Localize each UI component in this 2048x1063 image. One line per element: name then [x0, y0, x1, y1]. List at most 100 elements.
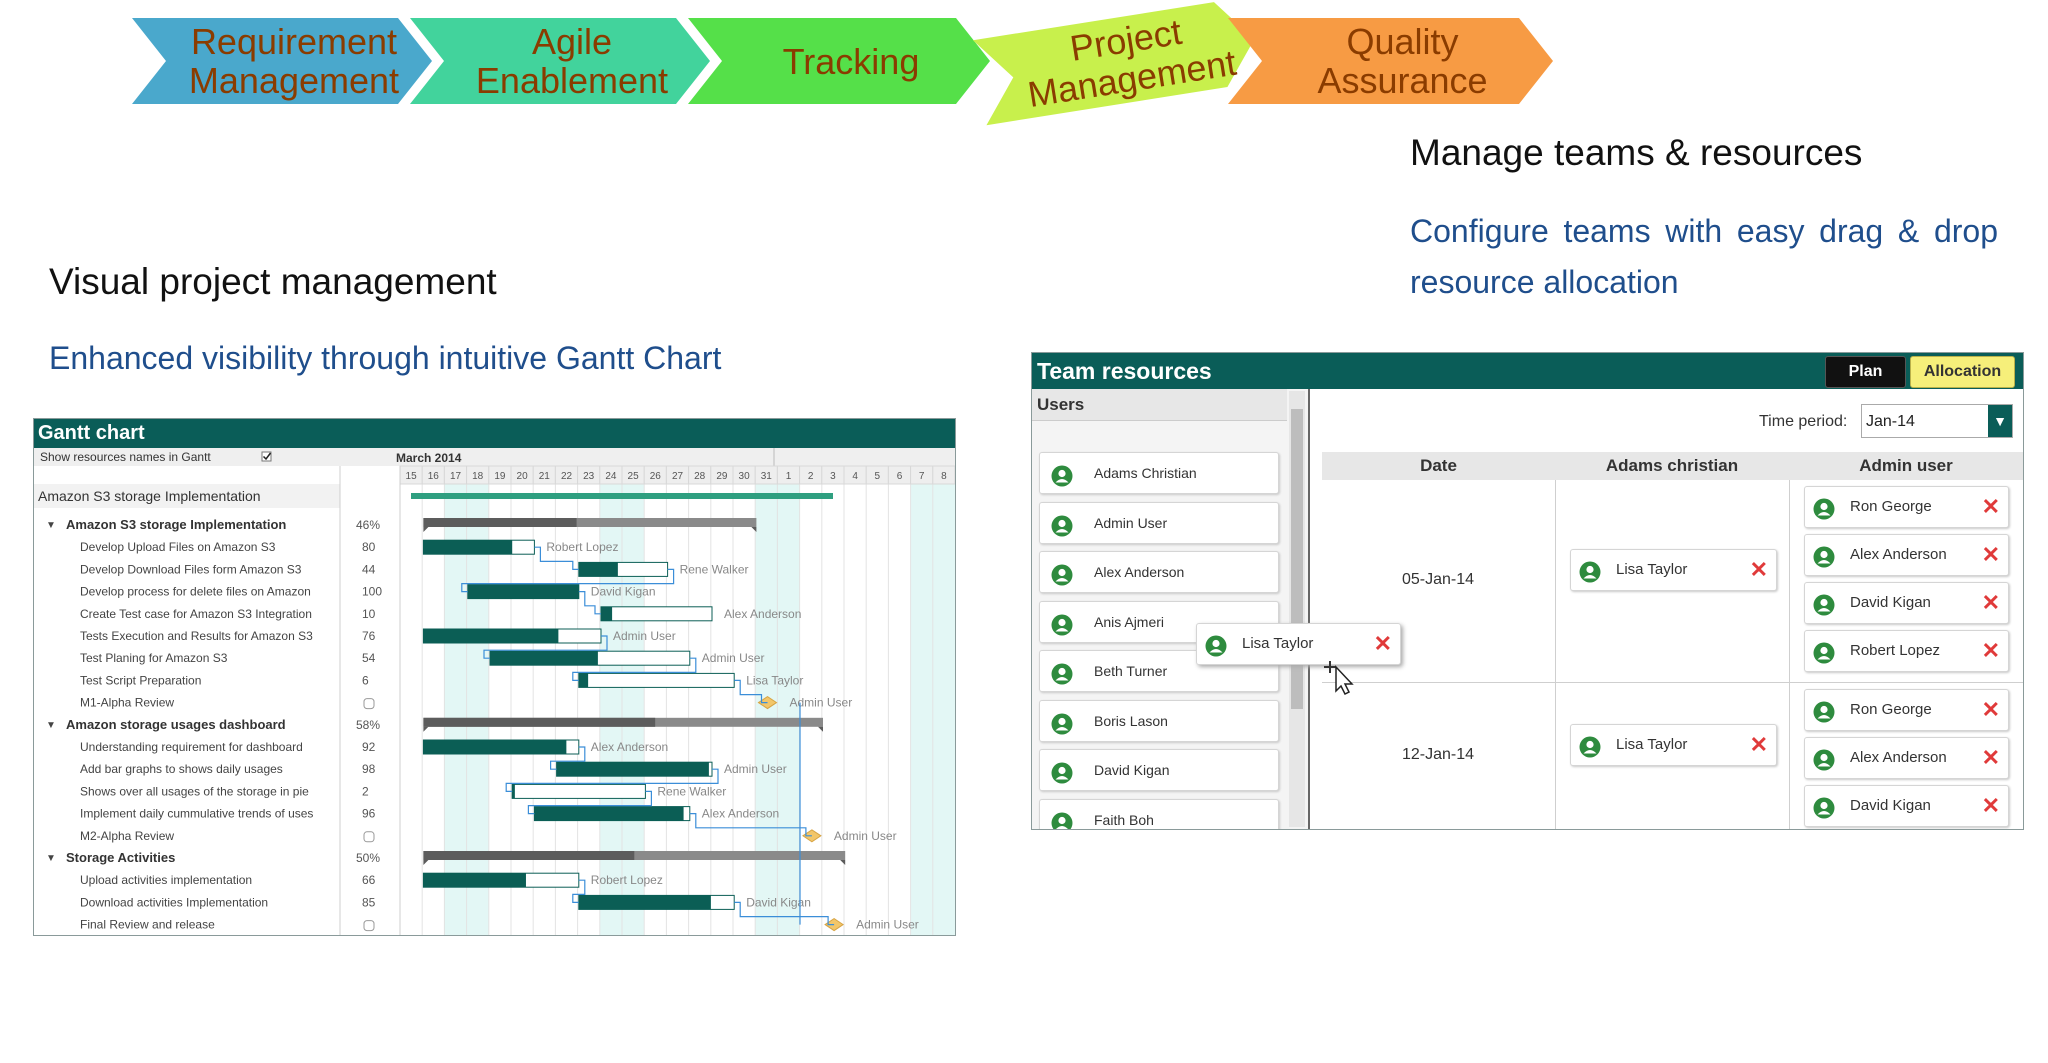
user-card[interactable]: Alex Anderson	[1039, 551, 1279, 593]
user-card[interactable]: David Kigan	[1039, 749, 1279, 791]
gantt-bar[interactable]: Admin User	[422, 628, 676, 644]
user-card[interactable]: Adams Christian	[1039, 452, 1279, 494]
resource-label: Admin User	[790, 696, 853, 710]
allocated-resource-card[interactable]: David Kigan ✕	[1804, 785, 2009, 827]
remove-icon[interactable]: ✕	[1749, 557, 1768, 582]
user-avatar-icon	[1051, 660, 1073, 700]
gantt-task-row[interactable]: Create Test case for Amazon S3 Integrati…	[80, 607, 376, 621]
milestone-checkbox[interactable]	[363, 920, 375, 932]
gantt-bar[interactable]: Admin User	[489, 650, 764, 666]
remove-icon[interactable]: ✕	[1981, 745, 2000, 770]
user-card[interactable]: Faith Boh	[1039, 798, 1279, 829]
gantt-task-row[interactable]: M1-Alpha Review	[80, 696, 375, 710]
gantt-bar[interactable]: Alex Anderson	[533, 806, 779, 822]
resource-label: Alex Anderson	[591, 740, 668, 754]
time-period-select[interactable]: Jan-14 ▼	[1861, 404, 2013, 438]
team-header: Team resources Plan Allocation	[1032, 353, 2023, 389]
remove-icon[interactable]: ✕	[1981, 494, 2000, 519]
gantt-bar[interactable]: Rene Walker	[578, 561, 749, 577]
gantt-bar[interactable]: Robert Lopez	[422, 872, 663, 888]
allocated-resource-card[interactable]: Ron George✕	[1804, 689, 2009, 731]
day-column	[821, 466, 844, 935]
gantt-bar[interactable]: Admin User	[556, 761, 787, 777]
gantt-task-row[interactable]: Final Review and release	[80, 918, 375, 932]
teams-subheading: Configure teams with easy drag & drop re…	[1410, 213, 1998, 300]
gantt-summary-bar[interactable]	[423, 717, 823, 732]
allocated-resource-card[interactable]: Alex Anderson✕	[1804, 534, 2009, 576]
day-label: 24	[605, 471, 617, 482]
gantt-task-row[interactable]: Implement daily cummulative trends of us…	[80, 807, 376, 821]
allocated-resource-card[interactable]: Ron George✕	[1804, 486, 2009, 528]
user-name: Boris Lason	[1094, 712, 1168, 729]
remove-icon[interactable]: ✕	[1981, 697, 2000, 722]
day-column	[400, 466, 423, 935]
allocation-button[interactable]: Allocation	[1910, 356, 2015, 388]
expand-icon[interactable]: ▼	[46, 853, 56, 864]
remove-icon[interactable]: ✕	[1981, 638, 2000, 663]
milestone-checkbox[interactable]	[363, 831, 375, 843]
users-scrollbar[interactable]	[1289, 391, 1305, 827]
column-adams-christian: Adams christian	[1605, 456, 1739, 475]
plan-button[interactable]: Plan	[1825, 356, 1906, 388]
user-avatar-icon	[1051, 462, 1073, 502]
user-avatar-icon	[1205, 633, 1227, 673]
allocated-resource-card[interactable]: David Kigan ✕	[1804, 582, 2009, 624]
dragging-resource-card[interactable]: Lisa Taylor✕	[1196, 623, 1401, 665]
expand-icon[interactable]: ▼	[46, 720, 56, 731]
remove-icon[interactable]: ✕	[1981, 542, 2000, 567]
remove-icon[interactable]: ✕	[1373, 631, 1392, 656]
resource-name: David Kigan	[1850, 594, 1931, 611]
allocated-resource-card[interactable]: Lisa Taylor✕	[1570, 724, 1777, 766]
gantt-task-row[interactable]: Shows over all usages of the storage in …	[80, 784, 369, 798]
gantt-bar[interactable]: David Kigan	[578, 894, 811, 910]
chevron-down-icon[interactable]: ▼	[1988, 405, 2012, 437]
gantt-task-row[interactable]: M2-Alpha Review	[80, 829, 375, 843]
remove-icon[interactable]: ✕	[1981, 793, 2000, 818]
gantt-summary-bar[interactable]	[423, 851, 846, 865]
gantt-bar[interactable]: Rene Walker	[511, 783, 726, 799]
gantt-subheading: Enhanced visibility through intuitive Ga…	[49, 340, 722, 376]
resource-name: David Kigan	[1850, 797, 1931, 814]
gantt-bar[interactable]: Lisa Taylor	[578, 672, 804, 688]
time-period-value: Jan-14	[1866, 413, 1915, 430]
remove-icon[interactable]: ✕	[1981, 590, 2000, 615]
resource-label: David Kigan	[746, 895, 811, 909]
day-column	[533, 466, 556, 935]
allocated-resource-card[interactable]: Alex Anderson✕	[1804, 737, 2009, 779]
user-name: Adams Christian	[1094, 465, 1197, 481]
gantt-bar[interactable]: Alex Anderson	[600, 606, 801, 622]
expand-icon[interactable]: ▼	[46, 520, 56, 531]
gantt-task-row[interactable]: Tests Execution and Results for Amazon S…	[80, 629, 376, 643]
remove-icon[interactable]: ✕	[1749, 732, 1768, 757]
user-name: Alex Anderson	[1094, 564, 1185, 580]
day-column	[622, 466, 645, 935]
task-name: Final Review and release	[80, 918, 215, 932]
allocated-resource-card[interactable]: Robert Lopez✕	[1804, 630, 2009, 672]
gantt-summary-bar[interactable]	[423, 518, 757, 532]
gantt-bar[interactable]: David Kigan	[467, 584, 656, 600]
gantt-bar[interactable]: Robert Lopez	[422, 539, 618, 555]
group-progress: 58%	[356, 718, 380, 732]
gantt-task-row[interactable]: Develop process for delete files on Amaz…	[80, 585, 382, 599]
allocated-resource-card[interactable]: Lisa Taylor✕	[1570, 549, 1777, 591]
date-cell: 12-Jan-14	[1402, 746, 1475, 763]
show-resources-checkbox[interactable]	[261, 451, 272, 462]
user-card[interactable]: Admin User	[1039, 501, 1279, 544]
milestone-checkbox[interactable]	[363, 698, 375, 710]
user-card[interactable]: Boris Lason	[1039, 699, 1279, 742]
user-name: Faith Boh	[1094, 811, 1154, 828]
gantt-bar[interactable]: Alex Anderson	[422, 739, 668, 755]
